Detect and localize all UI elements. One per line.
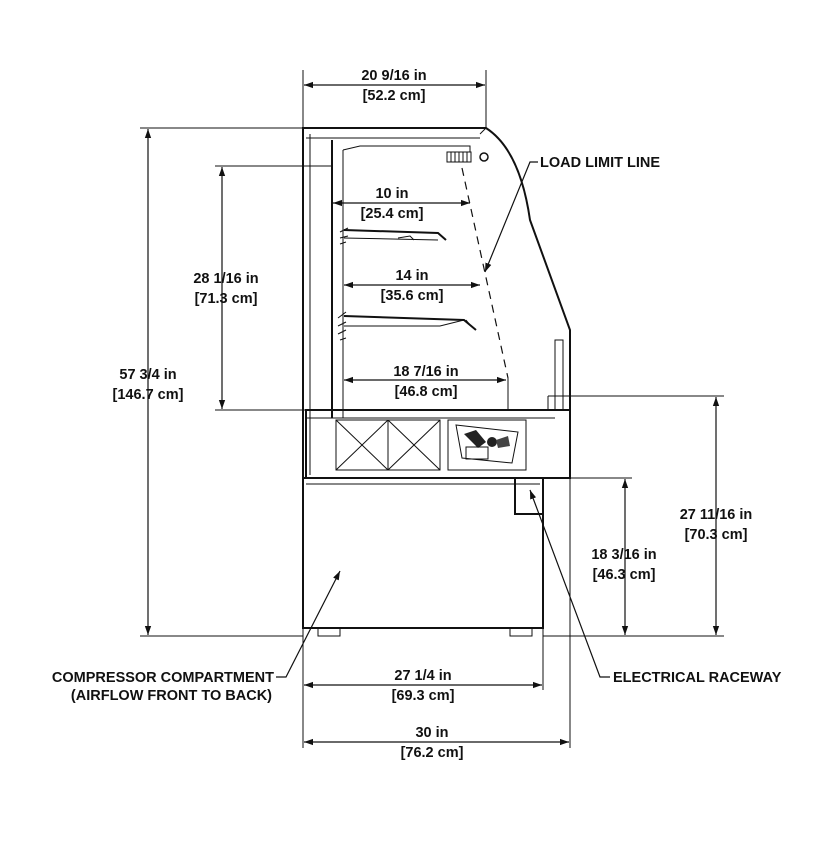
display-height-metric: [71.3 cm] bbox=[195, 291, 258, 307]
load-limit-line bbox=[461, 167, 509, 379]
top-width-metric: [52.2 cm] bbox=[363, 88, 426, 104]
callout-labels: LOAD LIMIT LINE COMPRESSOR COMPARTMENT (… bbox=[52, 155, 782, 704]
deck-height-metric: [70.3 cm] bbox=[685, 527, 748, 543]
deck-height-imperial: 27 11/16 in bbox=[680, 507, 753, 523]
extension-lines bbox=[140, 70, 724, 748]
case-outline bbox=[302, 127, 571, 479]
leader-lines bbox=[276, 161, 610, 678]
shelf2-depth-metric: [35.6 cm] bbox=[381, 288, 444, 304]
dimension-labels: 20 9/16 in [52.2 cm] 10 in [25.4 cm] 14 … bbox=[113, 68, 753, 761]
load-limit-label: LOAD LIMIT LINE bbox=[540, 155, 660, 171]
shelf2-depth-imperial: 14 in bbox=[395, 268, 428, 284]
compressor-compartment-label: COMPRESSOR COMPARTMENT bbox=[52, 670, 274, 686]
compressor-compartment bbox=[302, 477, 544, 637]
shelf1-depth-imperial: 10 in bbox=[375, 186, 408, 202]
canopy-light-icon bbox=[446, 151, 489, 163]
upper-shelf bbox=[339, 227, 447, 245]
shelf1-depth-metric: [25.4 cm] bbox=[361, 206, 424, 222]
compressor-height-imperial: 18 3/16 in bbox=[591, 547, 656, 563]
evaporator-fan-icon bbox=[447, 419, 527, 471]
overall-width-imperial: 30 in bbox=[415, 725, 448, 741]
base-width-metric: [69.3 cm] bbox=[392, 688, 455, 704]
overall-height-imperial: 57 3/4 in bbox=[119, 367, 176, 383]
overall-height-metric: [146.7 cm] bbox=[113, 387, 184, 403]
display-height-imperial: 28 1/16 in bbox=[193, 271, 258, 287]
electrical-raceway-label: ELECTRICAL RACEWAY bbox=[613, 670, 782, 686]
base-width-imperial: 27 1/4 in bbox=[394, 668, 451, 684]
middle-shelf bbox=[337, 311, 477, 341]
deck-depth-imperial: 18 7/16 in bbox=[393, 364, 458, 380]
overall-width-metric: [76.2 cm] bbox=[401, 745, 464, 761]
top-width-imperial: 20 9/16 in bbox=[361, 68, 426, 84]
deck-depth-metric: [46.8 cm] bbox=[395, 384, 458, 400]
compressor-airflow-label: (AIRFLOW FRONT TO BACK) bbox=[71, 688, 272, 704]
compressor-height-metric: [46.3 cm] bbox=[593, 567, 656, 583]
